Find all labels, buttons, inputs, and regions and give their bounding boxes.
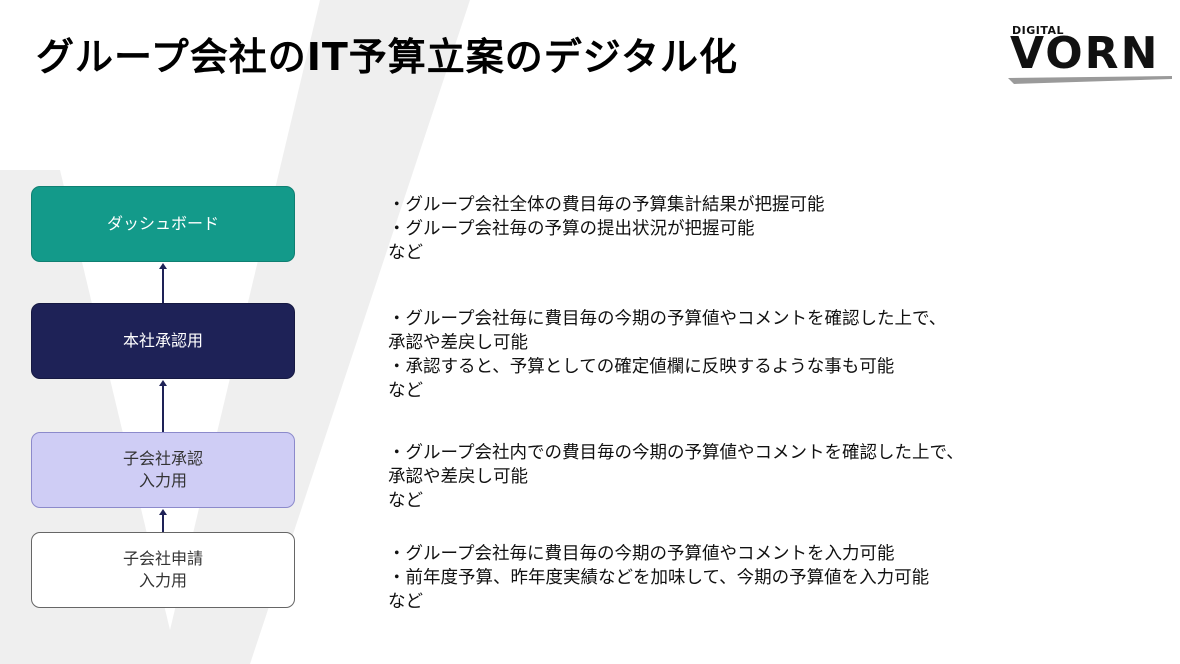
box-dashboard-label: ダッシュボード (106, 214, 219, 233)
description-line: 承認や差戻し可能 (388, 333, 528, 353)
description-line: など (388, 243, 423, 263)
box-hq-approval: 本社承認用 (31, 303, 295, 379)
description-dashboard: ・グループ会社全体の費目毎の予算集計結果が把握可能 ・グループ会社毎の予算の提出… (388, 193, 824, 265)
description-line: ・グループ会社毎に費目毎の今期の予算値やコメントを確認した上で、 (388, 309, 947, 329)
box-subsidiary-approval-label: 子会社承認 入力用 (122, 449, 203, 490)
box-hq-approval-label: 本社承認用 (122, 331, 203, 350)
page-title: グループ会社のIT予算立案のデジタル化 (36, 35, 739, 79)
description-hq-approval: ・グループ会社毎に費目毎の今期の予算値やコメントを確認した上で、 承認や差戻し可… (388, 307, 946, 403)
description-line: ・承認すると、予算としての確定値欄に反映するような事も可能 (388, 357, 895, 377)
logo-text-digital: DIGITAL (1012, 24, 1065, 37)
logo-underline (1008, 76, 1172, 84)
box-dashboard: ダッシュボード (31, 186, 295, 262)
box-subsidiary-request-label: 子会社申請 入力用 (122, 549, 203, 590)
box-subsidiary-approval: 子会社承認 入力用 (31, 432, 295, 508)
arrow-up-icon (159, 263, 167, 303)
description-subsidiary-request: ・グループ会社毎に費目毎の今期の予算値やコメントを入力可能 ・前年度予算、昨年度… (388, 542, 929, 614)
description-line: など (388, 381, 423, 401)
arrow-up-icon (159, 380, 167, 432)
logo-text-vorn: VORN (1010, 28, 1160, 79)
description-line: ・グループ会社毎に費目毎の今期の予算値やコメントを入力可能 (388, 544, 895, 564)
description-line: ・グループ会社毎の予算の提出状況が把握可能 (388, 219, 755, 239)
description-line: 承認や差戻し可能 (388, 467, 528, 487)
box-subsidiary-request: 子会社申請 入力用 (31, 532, 295, 608)
description-subsidiary-approval: ・グループ会社内での費目毎の今期の予算値やコメントを確認した上で、 承認や差戻し… (388, 441, 964, 513)
vorn-logo: DIGITAL VORN (1008, 22, 1172, 86)
description-line: ・前年度予算、昨年度実績などを加味して、今期の予算値を入力可能 (388, 568, 930, 588)
description-line: など (388, 491, 423, 511)
description-line: ・グループ会社内での費目毎の今期の予算値やコメントを確認した上で、 (388, 443, 964, 463)
arrow-up-icon (159, 509, 167, 532)
description-line: など (388, 592, 423, 612)
description-line: ・グループ会社全体の費目毎の予算集計結果が把握可能 (388, 195, 825, 215)
